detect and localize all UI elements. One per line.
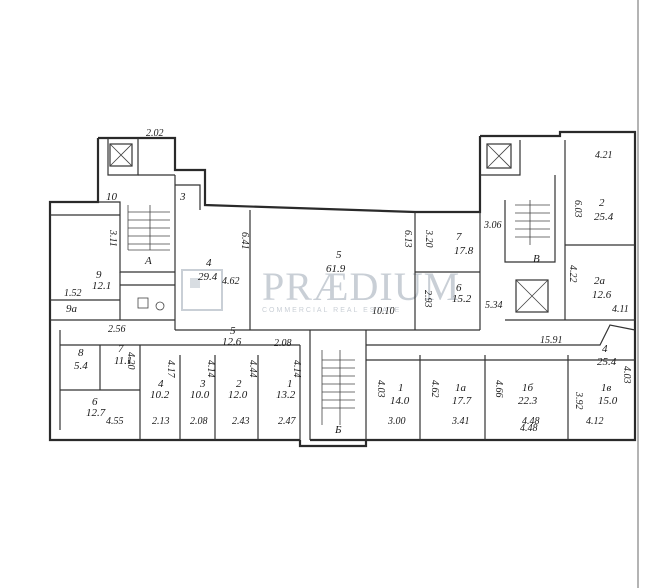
stair-b-label: В: [533, 253, 540, 265]
dim-label: 3.92: [573, 391, 584, 410]
room-7-area: 17.8: [454, 245, 474, 257]
room-3-number: 3: [179, 191, 186, 203]
room-1b-number: 1б: [522, 382, 534, 394]
dim-label: 4.21: [595, 150, 613, 161]
dim-label: 15.91: [540, 335, 563, 346]
dim-label: 4.11: [612, 304, 629, 315]
dim-label: 2.08: [274, 338, 292, 349]
room-9a-number: 9а: [66, 303, 78, 315]
dim-label: 6.13: [402, 230, 413, 248]
dim-label: 4.03: [621, 366, 632, 384]
room-2a-number: 2а: [594, 275, 606, 287]
room-9-area: 12.1: [92, 280, 111, 292]
room-2-right-area: 25.4: [594, 211, 614, 223]
dim-label: 3.41: [451, 416, 470, 427]
room-8-number: 8: [78, 347, 84, 359]
room-1-right-area: 14.0: [390, 395, 410, 407]
dim-label: 2.13: [152, 416, 170, 427]
dim-label: 6.03: [572, 200, 583, 218]
room-4-bottom-area: 10.2: [150, 389, 170, 401]
room-1a-area: 17.7: [452, 395, 472, 407]
dim-label: 4.20: [125, 352, 136, 370]
interior-walls: [50, 138, 636, 440]
room-4-top-area: 29.4: [198, 271, 218, 283]
dim-label: 6.41: [239, 232, 250, 250]
room-8-area: 5.4: [74, 360, 88, 372]
dim-label: 4.48: [522, 416, 540, 427]
dim-label: 4.62: [429, 380, 440, 398]
dim-label: 4.22: [567, 265, 578, 283]
dim-label: 3.06: [483, 220, 502, 231]
dim-label: 3.00: [387, 416, 406, 427]
dim-label: 2.08: [190, 416, 208, 427]
dimension-labels: 2.02 4.21 6.03 3.11 6.41 4.62 6.13 3.20 …: [64, 128, 632, 434]
dim-label: 4.48: [520, 423, 538, 434]
watermark-logo-icon: [181, 269, 223, 311]
room-5-corridor-number: 5: [230, 325, 236, 337]
room-labels: 10 3 9 12.1 9а 4 29.4 5 61.9 7 17.8 6 15…: [66, 191, 618, 419]
room-6-area: 15.2: [452, 293, 472, 305]
stair-labels: А В Б: [144, 253, 540, 436]
dim-label: 2.47: [278, 416, 297, 427]
dim-label: 4.12: [586, 416, 604, 427]
room-3-bottom-number: 3: [199, 378, 206, 390]
room-4-bottom-number: 4: [158, 378, 164, 390]
room-5-corridor-area: 12.6: [222, 336, 242, 348]
room-5-big-area: 61.9: [326, 263, 346, 275]
dim-label: 4.14: [205, 360, 216, 378]
room-2a-area: 12.6: [592, 289, 612, 301]
dim-label: 3.11: [107, 229, 118, 247]
room-9-number: 9: [96, 269, 102, 281]
room-7-left-area: 11.1: [114, 355, 132, 367]
watermark-logo-square: [190, 278, 200, 288]
room-1a-number: 1а: [455, 382, 467, 394]
dim-label: 4.62: [222, 276, 240, 287]
dim-label: 4.03: [375, 380, 386, 398]
dim-label: 4.44: [247, 360, 258, 378]
watermark-tagline: COMMERCIAL REAL ESTATE: [262, 307, 401, 314]
room-3-bottom-area: 10.0: [190, 389, 210, 401]
room-1b-area: 22.3: [518, 395, 538, 407]
room-7-left-number: 7: [118, 343, 124, 355]
dim-label: 2.43: [232, 416, 250, 427]
room-7-number: 7: [456, 231, 462, 243]
room-1v-number: 1в: [601, 382, 612, 394]
stair-c-label: Б: [334, 424, 342, 436]
room-1-right-number: 1: [398, 382, 404, 394]
dim-label: 10.10: [372, 306, 395, 317]
room-1v-area: 15.0: [598, 395, 618, 407]
room-1-bottom-number: 1: [287, 378, 293, 390]
dim-label: 2.93: [422, 290, 433, 308]
dim-label: 5.34: [485, 300, 503, 311]
dim-label: 1.52: [64, 288, 82, 299]
room-1-bottom-area: 13.2: [276, 389, 296, 401]
room-4-side-area: 25.4: [597, 356, 617, 368]
dim-label: 4.14: [291, 360, 302, 378]
room-6-number: 6: [456, 282, 462, 294]
dim-label: 4.66: [493, 380, 504, 398]
dim-label: 4.17: [165, 360, 176, 379]
room-4-side-number: 4: [602, 343, 608, 355]
room-10-number: 10: [106, 191, 118, 203]
dim-label: 4.55: [106, 416, 124, 427]
dim-label: 3.20: [423, 229, 434, 248]
dim-label: 2.56: [108, 324, 126, 335]
dim-label: 2.02: [146, 128, 164, 139]
room-6-left-number: 6: [92, 396, 98, 408]
room-6-left-area: 12.7: [86, 407, 106, 419]
room-5-big-number: 5: [336, 249, 342, 261]
room-4-top-number: 4: [206, 257, 212, 269]
room-2-bottom-area: 12.0: [228, 389, 248, 401]
stair-a-label: А: [144, 255, 152, 267]
room-2-right-number: 2: [599, 197, 605, 209]
room-2-bottom-number: 2: [236, 378, 242, 390]
